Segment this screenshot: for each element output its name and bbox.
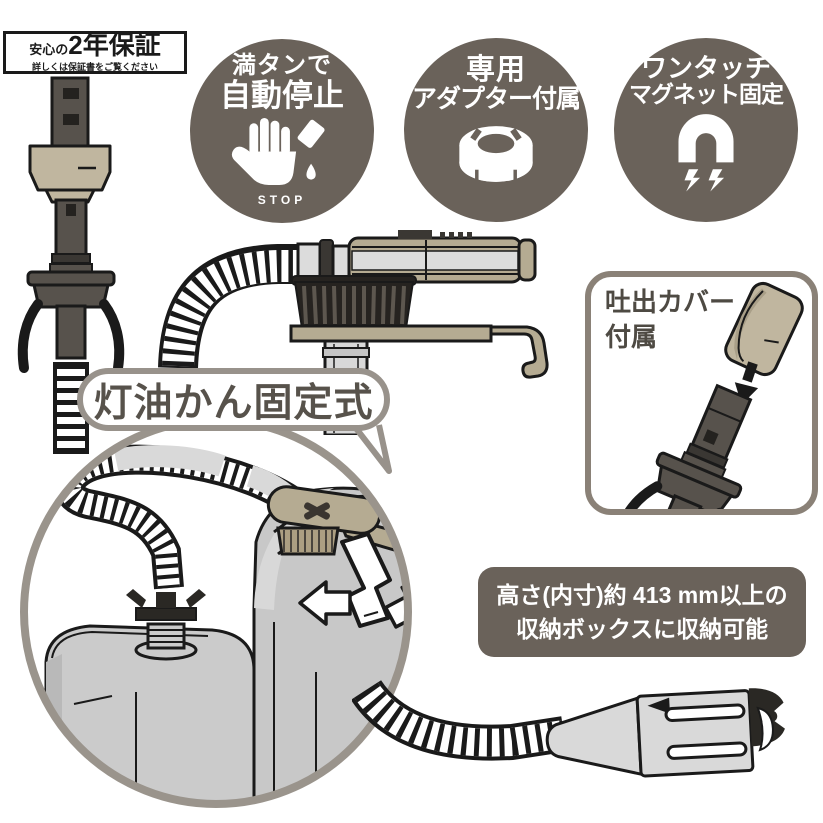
storage-size-note: 高さ(内寸)約 413 mm以上の 収納ボックスに収納可能 (478, 567, 806, 657)
feature-badge-magnet: ワンタッチ マグネット固定 (614, 38, 798, 222)
feature-line1: ワンタッチ (640, 53, 771, 83)
discharge-nozzle-illustration (17, 76, 125, 454)
warranty-title-row: 安心の 2年保証 (29, 32, 160, 58)
magnet-icon (678, 114, 734, 192)
discharge-cover-title: 吐出カバー 付属 (605, 285, 735, 355)
feature-line1: 満タンで (232, 52, 332, 79)
bubble-tail (352, 424, 392, 474)
arrow-left-icon (298, 580, 352, 626)
discharge-cover-line2: 付属 (605, 322, 658, 353)
attach-arrow-icon (742, 361, 758, 383)
warranty-badge: 安心の 2年保証 詳しくは保証書をご覧ください (3, 31, 187, 74)
stop-caption: STOP (257, 193, 307, 207)
warranty-note: 詳しくは保証書をご覧ください (31, 62, 158, 72)
storage-line1: 高さ(内寸)約 413 mm以上の (496, 581, 788, 608)
feature-badge-autostop: 満タンで 自動停止 STOP (190, 39, 374, 223)
hose-nozzle-illustration (352, 679, 785, 778)
fixing-type-text: 灯油かん固定式 (93, 381, 374, 425)
feature-line2: 自動停止 (220, 77, 344, 113)
warranty-prefix: 安心の (29, 42, 69, 57)
adapter-icon (459, 125, 533, 184)
feature-badge-adapter: 専用 アダプター付属 (404, 38, 588, 222)
feature-line1: 専用 (465, 54, 526, 86)
discharge-cover-illustration (612, 281, 804, 509)
discharge-cover-line1: 吐出カバー (605, 287, 736, 317)
discharge-cover-panel: 吐出カバー 付属 (585, 271, 818, 515)
feature-line2: マグネット固定 (629, 81, 784, 108)
storage-line2: 収納ボックスに収納可能 (515, 616, 769, 642)
hand-stop-icon (231, 118, 325, 185)
warranty-title: 2年保証 (68, 30, 161, 60)
kerosene-can-inset-illustration (20, 416, 412, 808)
feature-line2: アダプター付属 (411, 85, 581, 114)
fixing-type-label: 灯油かん固定式 (77, 368, 390, 431)
